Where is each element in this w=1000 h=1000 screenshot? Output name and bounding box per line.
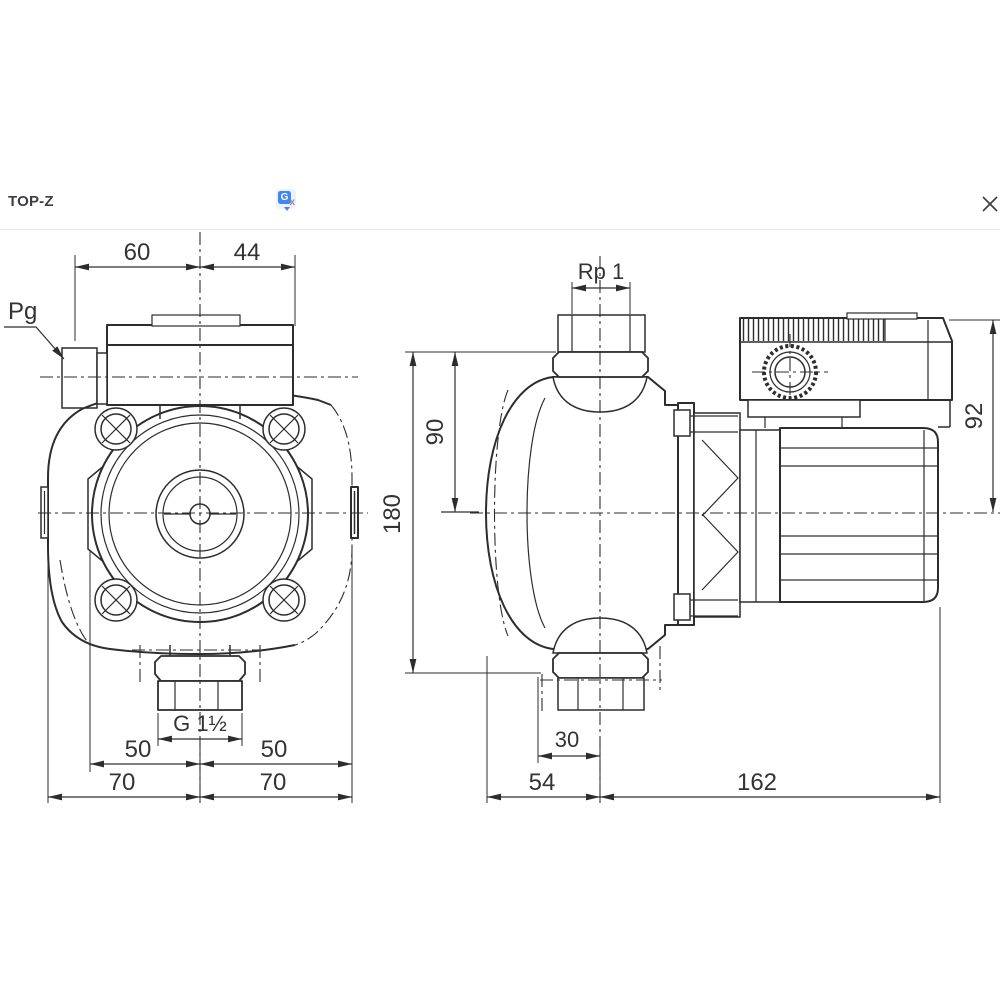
clamp-flange-side bbox=[673, 402, 741, 626]
flange-screws bbox=[94, 407, 306, 622]
bottom-port-side bbox=[540, 646, 662, 712]
cable-gland bbox=[61, 347, 108, 409]
dim-90: 90 bbox=[422, 419, 449, 446]
page-title: TOP-Z bbox=[8, 193, 54, 210]
pump-body-side bbox=[485, 376, 691, 650]
terminal-box-side bbox=[739, 312, 953, 428]
dim-162: 162 bbox=[737, 769, 777, 796]
dim-50-left: 50 bbox=[125, 736, 152, 763]
dim-rp-thread: Rp 1 bbox=[578, 259, 624, 284]
close-icon[interactable] bbox=[982, 196, 998, 212]
dim-60: 60 bbox=[124, 239, 151, 266]
dim-92: 92 bbox=[961, 403, 988, 430]
dim-g-thread: G 1½ bbox=[173, 711, 227, 736]
translate-icon-letter: G bbox=[278, 191, 291, 204]
title-bar: TOP-Z G x bbox=[0, 0, 1000, 230]
dim-180: 180 bbox=[379, 494, 406, 534]
dim-30: 30 bbox=[555, 727, 579, 752]
side-view bbox=[470, 256, 1000, 803]
side-dimensions: Rp 1 180 90 92 30 54 162 bbox=[379, 259, 1000, 803]
motor-housing bbox=[739, 427, 939, 603]
pg-leader bbox=[4, 326, 65, 360]
translate-icon-pointer bbox=[284, 207, 290, 211]
dim-70-left: 70 bbox=[109, 769, 136, 796]
translate-icon-glyph: x bbox=[289, 197, 295, 208]
pg-label: Pg bbox=[8, 298, 37, 325]
dim-54: 54 bbox=[529, 769, 556, 796]
translate-icon[interactable]: G x bbox=[276, 189, 296, 211]
dim-44: 44 bbox=[234, 239, 261, 266]
front-view bbox=[38, 232, 368, 803]
dim-70-right: 70 bbox=[260, 769, 287, 796]
front-dimensions: 60 44 Pg G 1½ 50 50 70 70 bbox=[4, 239, 353, 803]
dim-50-right: 50 bbox=[261, 736, 288, 763]
box-ribs bbox=[741, 319, 885, 341]
